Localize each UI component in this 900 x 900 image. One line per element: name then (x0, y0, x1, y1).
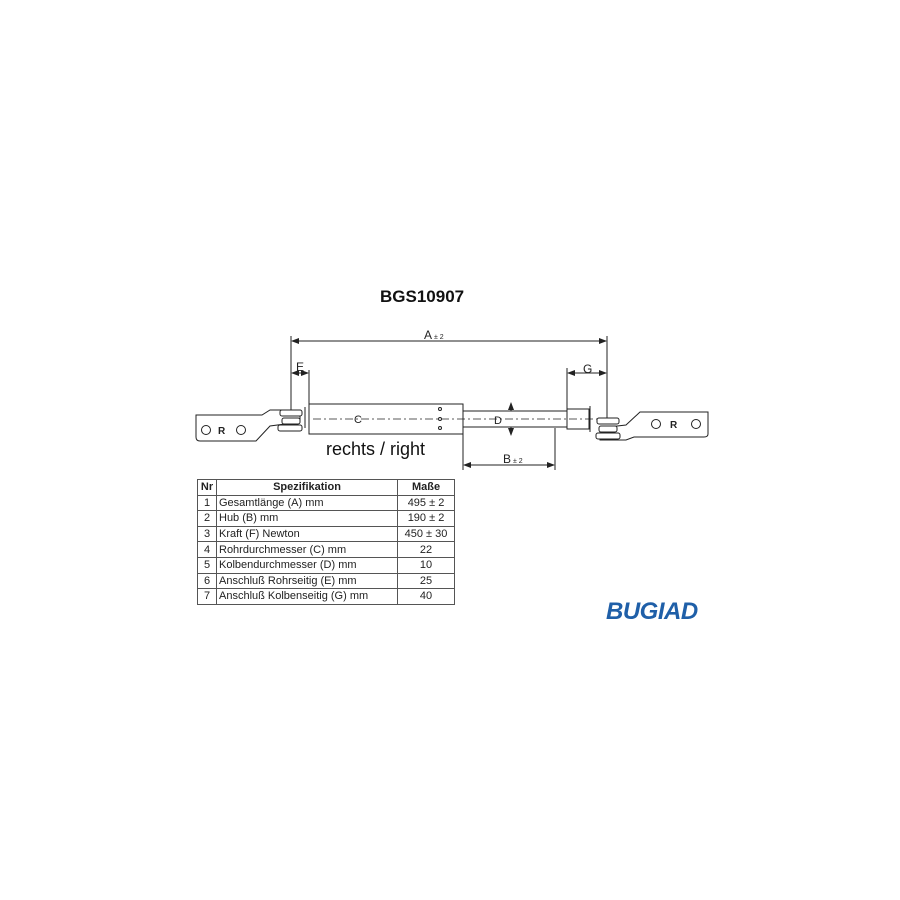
dimension-d-label: D (494, 415, 502, 427)
side-label: rechts / right (326, 439, 426, 459)
cell-value: 190 ± 2 (397, 510, 455, 527)
cell-spec: Anschluß Kolbenseitig (G) mm (216, 588, 398, 605)
cell-value: 40 (397, 588, 455, 605)
dimension-a-label: A (424, 328, 432, 342)
cell-spec: Rohrdurchmesser (C) mm (216, 541, 398, 558)
cell-nr: 6 (197, 572, 217, 590)
cell-nr: 1 (197, 494, 217, 512)
dimension-b-label: B (503, 452, 511, 466)
dimension-e-label: E (296, 360, 304, 374)
cell-nr: 4 (197, 541, 217, 558)
cell-value: 495 ± 2 (397, 494, 455, 512)
cell-value: 10 (397, 556, 455, 574)
cell-spec: Kraft (F) Newton (216, 525, 398, 543)
table-header-row: Nr Spezifikation Maße (197, 479, 455, 496)
dimension-a-tolerance: ± 2 (434, 334, 444, 341)
header-masse: Maße (397, 479, 455, 496)
right-bracket-mark: R (670, 420, 678, 431)
cell-value: 25 (397, 572, 455, 590)
cell-nr: 5 (197, 556, 217, 574)
cell-value: 22 (397, 541, 455, 558)
cell-spec: Kolbendurchmesser (D) mm (216, 556, 398, 574)
cell-nr: 2 (197, 510, 217, 527)
cell-value: 450 ± 30 (397, 525, 455, 543)
cell-spec: Anschluß Rohrseitig (E) mm (216, 572, 398, 590)
dimension-g-label: G (583, 362, 592, 376)
dimension-c-label: C (354, 414, 362, 426)
cell-spec: Hub (B) mm (216, 510, 398, 527)
cell-nr: 3 (197, 525, 217, 543)
cell-spec: Gesamtlänge (A) mm (216, 494, 398, 512)
part-number-title: BGS10907 (380, 287, 465, 306)
header-spec: Spezifikation (216, 479, 398, 496)
left-bracket-mark: R (218, 426, 226, 437)
cell-nr: 7 (197, 588, 217, 605)
dimension-b-tolerance: ± 2 (513, 458, 523, 465)
header-nr: Nr (197, 479, 217, 496)
bugiad-logo: BUGIAD (606, 598, 698, 625)
